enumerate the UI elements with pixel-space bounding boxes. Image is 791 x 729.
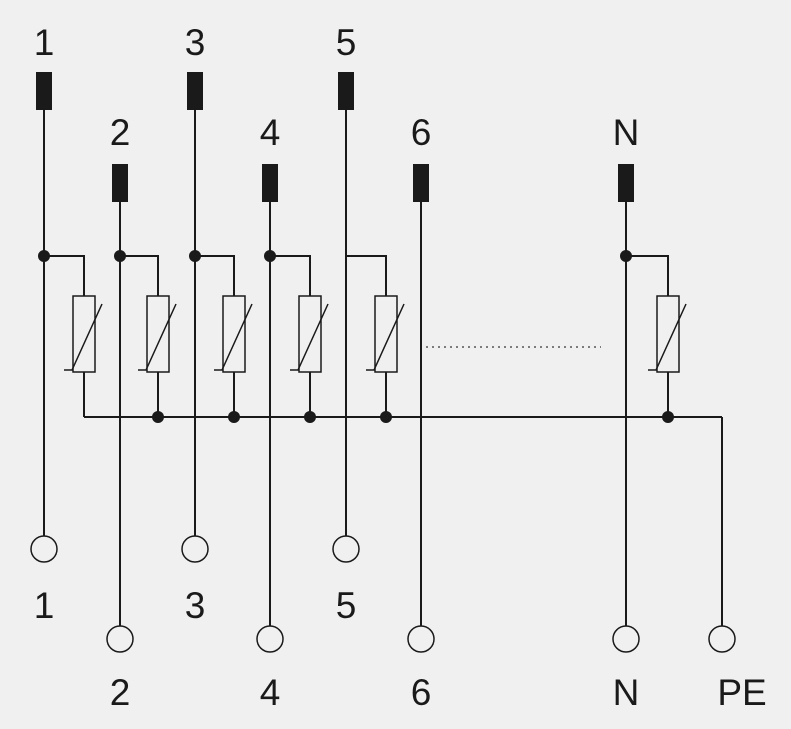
junction-dot-icon [620,250,632,262]
top-label-4: 4 [260,112,281,153]
varistor-slash [214,303,253,371]
fuse-terminal-icon [112,164,128,202]
varistor-slash [64,303,103,371]
terminal-circle-icon [612,625,640,653]
varistor-body [72,295,96,373]
junction-dot-icon [380,411,392,423]
bottom-label-pe: PE [717,672,766,713]
components [30,72,736,653]
terminal-circle-icon [106,625,134,653]
fuse-terminal-icon [618,164,634,202]
varistor-body [146,295,170,373]
varistor-lead-top [44,255,85,296]
junction-dot-icon [189,250,201,262]
varistor-body [656,295,680,373]
top-label-5: 5 [336,22,357,63]
terminal-circle-icon [407,625,435,653]
bottom-label-4: 4 [260,672,281,713]
varistor-icon [366,295,405,373]
bottom-label-6: 6 [411,672,432,713]
varistor-icon [648,295,687,373]
varistor-icon [64,295,103,373]
junction-dot-icon [152,411,164,423]
fuse-terminal-icon [338,72,354,110]
top-label-3: 3 [185,22,206,63]
junction-dot-icon [228,411,240,423]
fuse-terminal-icon [413,164,429,202]
bottom-label-5: 5 [336,585,357,626]
varistor-body [222,295,246,373]
junction-dot-icon [38,250,50,262]
fuse-terminal-icon [262,164,278,202]
varistor-slash [366,303,405,371]
varistor-icon [138,295,177,373]
junction-dot-icon [114,250,126,262]
varistor-icon [214,295,253,373]
junction-dot-icon [662,411,674,423]
top-label-2: 2 [110,112,131,153]
varistor-body [298,295,322,373]
varistor-lead-top [270,255,311,296]
terminal-circle-icon [708,625,736,653]
top-label-n: N [613,112,640,153]
varistor-lead-top [195,255,235,296]
junction-dot-icon [264,250,276,262]
fuse-terminal-icon [36,72,52,110]
fuse-terminal-icon [187,72,203,110]
bottom-label-1: 1 [34,585,55,626]
varistor-lead-top [120,255,159,296]
varistor-slash [290,303,329,371]
top-label-6: 6 [411,112,432,153]
bottom-label-2: 2 [110,672,131,713]
varistor-body [374,295,398,373]
bottom-label-3: 3 [185,585,206,626]
varistor-slash [648,303,687,371]
junction-dot-icon [304,411,316,423]
terminal-circle-icon [332,535,360,563]
terminal-circle-icon [181,535,209,563]
varistor-icon [290,295,329,373]
top-label-1: 1 [34,22,55,63]
terminal-circle-icon [256,625,284,653]
terminal-circle-icon [30,535,58,563]
varistor-slash [138,303,177,371]
wiring [43,108,723,626]
bottom-label-n: N [613,672,640,713]
varistor-lead-top [626,255,669,296]
varistor-lead-top [346,255,387,296]
